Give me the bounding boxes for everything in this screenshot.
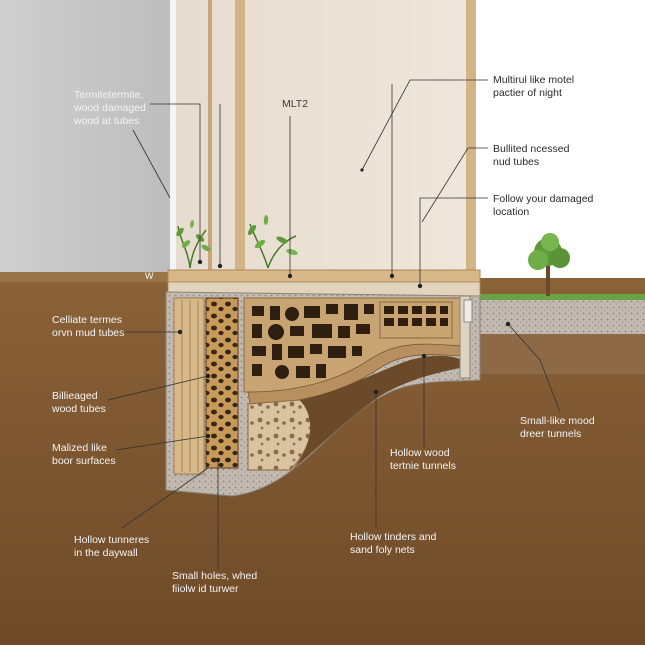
mud-tube-column	[205, 297, 239, 469]
label-hollow-tunneres: Hollow tunneres in the daywall	[74, 534, 150, 559]
label-hollow-tinders: Hollow tinders and sand foly nets	[350, 531, 437, 556]
soil-wedge	[292, 355, 470, 470]
foundation-edge	[459, 295, 471, 379]
label-small-holes: Small holes, whed fiiolw id turwer	[172, 570, 258, 595]
right-grid-cells	[384, 306, 448, 326]
label-billieaged-wood: Billieaged wood tubes	[52, 390, 106, 415]
sill-plate	[167, 269, 481, 283]
wall-stud	[235, 0, 245, 272]
wall-stud-thin	[208, 0, 212, 272]
anchor-bracket	[463, 299, 473, 323]
label-termite-wood-damaged: Termitetermite, wood damaged wood at tub…	[74, 89, 146, 127]
label-mlt2: MLT2	[282, 98, 309, 110]
label-follow-damaged: Follow your damaged location	[493, 193, 594, 218]
tree-icon	[528, 233, 570, 296]
label-bullited-mud-tubes: Bullited ncessed nud tubes	[493, 143, 570, 168]
exterior-siding	[0, 0, 172, 272]
label-malized-surfaces: Malized like boor surfaces	[52, 442, 116, 467]
wall-panel	[176, 0, 476, 272]
label-multirul-motel: Multirul like motel pactier of night	[493, 74, 575, 99]
label-hollow-wood-tunnels: Hollow wood tertnie tunnels	[390, 447, 456, 472]
gallery-cells	[252, 304, 374, 379]
label-small-like-tunnels: Small-like mood dreer tunnels	[520, 415, 595, 440]
soil-surface-left	[0, 272, 172, 282]
wall-trim	[170, 0, 176, 272]
leader-lines	[107, 79, 561, 570]
plant-icon	[247, 215, 298, 269]
grass-strip	[478, 294, 645, 300]
subsoil-right	[478, 334, 645, 374]
gravel-slab	[478, 300, 645, 334]
label-celliate-mud-tubes: Celliate termes orvn mud tubes	[52, 314, 125, 339]
damaged-board	[173, 297, 205, 475]
label-w: W	[145, 271, 154, 281]
leader-dots	[177, 168, 511, 463]
wall-stud-right	[466, 0, 476, 272]
